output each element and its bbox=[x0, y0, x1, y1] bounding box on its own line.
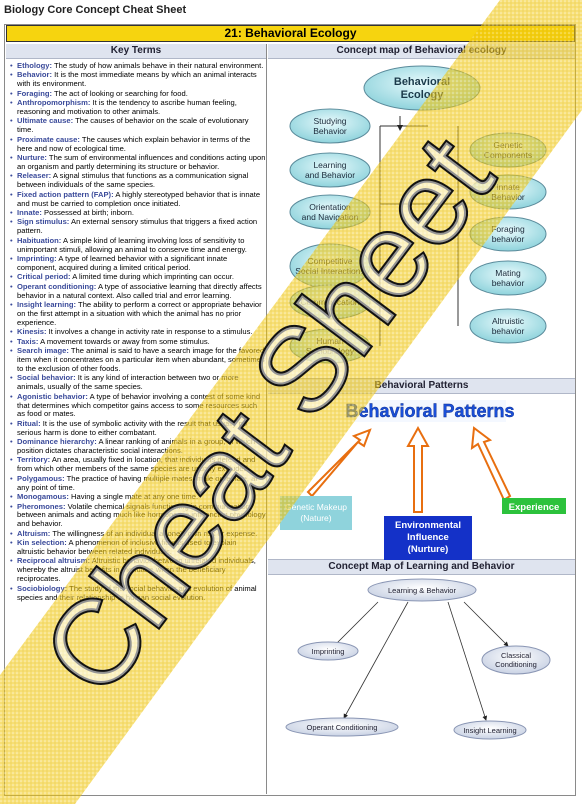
term-item: Habituation: A simple kind of learning i… bbox=[10, 235, 266, 255]
term-item: Behavior: It is the most immediate means… bbox=[10, 70, 266, 89]
arrow-nature bbox=[306, 428, 372, 498]
term-keyword: Taxis: bbox=[17, 336, 39, 346]
term-keyword: Behavior: bbox=[17, 70, 53, 80]
term-item: Sign stimulus: An external sensory stimu… bbox=[10, 217, 266, 236]
term-keyword: Foraging: bbox=[17, 88, 53, 98]
term-item: Dominance hierarchy: A linear ranking of… bbox=[10, 437, 266, 456]
experience-label: Experience bbox=[509, 502, 560, 513]
term-keyword: Proximate cause: bbox=[17, 134, 80, 144]
term-keyword: Releaser: bbox=[17, 171, 52, 181]
term-item: Sociobiology: The study of the social be… bbox=[10, 583, 266, 603]
term-keyword: Operant conditioning: bbox=[17, 281, 97, 291]
key-terms-heading: Key Terms bbox=[6, 44, 266, 59]
section-title: 21: Behavioral Ecology bbox=[6, 25, 575, 42]
term-keyword: Critical period: bbox=[17, 272, 71, 282]
term-keyword: Reciprocal altruism: bbox=[17, 556, 91, 566]
arrow-experience bbox=[470, 426, 512, 502]
term-keyword: Pheromones: bbox=[17, 501, 66, 511]
term-definition: It is the use of symbolic activity with … bbox=[17, 418, 248, 437]
term-definition: A signal stimulus that functions as a co… bbox=[17, 171, 249, 190]
term-item: Imprinting: A type of learned behavior w… bbox=[10, 254, 266, 273]
learning-root-label: Learning & Behavior bbox=[388, 586, 456, 595]
term-item: Anthropomorphism: It is the tendency to … bbox=[10, 98, 266, 117]
arrow-nurture bbox=[406, 425, 430, 513]
term-definition: The sum of environmental influences and … bbox=[17, 153, 266, 171]
term-item: Ritual: It is the use of symbolic activi… bbox=[10, 418, 266, 438]
term-item: Agonistic behavior: A type of behavior i… bbox=[10, 391, 266, 420]
diagram-panel: Concept map of Behavioral ecology Behavi… bbox=[268, 44, 575, 794]
term-keyword: Altruism: bbox=[17, 528, 51, 538]
node-root bbox=[363, 65, 481, 111]
term-keyword: Fixed action pattern (FAP): bbox=[17, 189, 114, 199]
learning-node-label: Operant Conditioning bbox=[307, 723, 378, 732]
learning-node-label: Insight Learning bbox=[463, 726, 516, 735]
term-definition: The act of looking or searching for food… bbox=[52, 88, 188, 98]
term-keyword: Ritual: bbox=[17, 418, 41, 428]
term-item: Social behavior: It is any kind of inter… bbox=[10, 373, 266, 392]
key-terms-list: Ethology: The study of how animals behav… bbox=[6, 61, 270, 603]
term-item: Ultimate cause: The causes of behavior o… bbox=[10, 116, 266, 135]
term-item: Pheromones: Volatile chemical signals fu… bbox=[10, 501, 266, 530]
term-definition: A movement towards or away from some sti… bbox=[38, 336, 210, 346]
term-keyword: Polygamous: bbox=[17, 473, 65, 483]
concept-node-label: Communication bbox=[300, 297, 359, 307]
term-item: Releaser: A signal stimulus that functio… bbox=[10, 171, 266, 190]
term-keyword: Monogamous: bbox=[17, 492, 69, 502]
term-keyword: Agonistic behavior: bbox=[17, 391, 88, 401]
page-title: Biology Core Concept Cheat Sheet bbox=[4, 4, 187, 16]
term-keyword: Nurture: bbox=[17, 153, 47, 163]
term-item: Insight learning: The ability to perform… bbox=[10, 300, 266, 328]
term-definition: Having a single mate at any one time. bbox=[68, 492, 199, 502]
term-item: Reciprocal altruism: Altruistic behavior… bbox=[10, 556, 266, 584]
term-keyword: Kin selection: bbox=[17, 538, 67, 548]
term-item: Nurture: The sum of environmental influe… bbox=[10, 153, 266, 172]
term-definition: The willingness of an individual at one'… bbox=[50, 528, 258, 538]
term-keyword: Sociobiology: bbox=[17, 583, 68, 593]
term-keyword: Sign stimulus: bbox=[17, 217, 70, 227]
learning-node-label: Imprinting bbox=[312, 647, 345, 656]
term-keyword: Search image: bbox=[17, 346, 69, 356]
term-definition: It involves a change in activity rate in… bbox=[46, 327, 253, 337]
term-keyword: Anthropomorphism: bbox=[17, 98, 91, 108]
term-keyword: Social behavior: bbox=[17, 373, 76, 383]
term-item: Kin selection: A phenomenon of inclusive… bbox=[10, 538, 266, 557]
term-item: Fixed action pattern (FAP): A highly ste… bbox=[10, 189, 266, 209]
term-definition: The study of how animals behave in their… bbox=[52, 61, 264, 70]
term-item: Polygamous: The practice of having multi… bbox=[10, 473, 266, 493]
term-definition: A limited time during which imprinting c… bbox=[70, 272, 234, 282]
term-keyword: Kinesis: bbox=[17, 327, 47, 337]
term-keyword: Innate: bbox=[17, 208, 42, 217]
term-definition: An area, usually fixed in location, that… bbox=[17, 455, 256, 474]
term-item: Territory: An area, usually fixed in loc… bbox=[10, 456, 266, 474]
term-keyword: Territory: bbox=[17, 455, 51, 465]
term-item: Proximate cause: The causes which explai… bbox=[10, 134, 266, 154]
term-keyword: Ethology: bbox=[17, 61, 53, 70]
term-item: Operant conditioning: A type of associat… bbox=[10, 281, 266, 301]
term-keyword: Dominance hierarchy: bbox=[17, 437, 97, 447]
patterns-banner: Behavioral Patterns bbox=[345, 401, 514, 421]
term-keyword: Habituation: bbox=[17, 235, 62, 245]
term-keyword: Imprinting: bbox=[17, 254, 57, 264]
term-keyword: Ultimate cause: bbox=[17, 116, 74, 126]
term-item: Search image: The animal is said to have… bbox=[10, 346, 266, 374]
term-definition: It is the most immediate means by which … bbox=[17, 70, 257, 89]
term-definition: Possessed at birth; inborn. bbox=[41, 208, 134, 217]
term-keyword: Insight learning: bbox=[17, 300, 77, 310]
